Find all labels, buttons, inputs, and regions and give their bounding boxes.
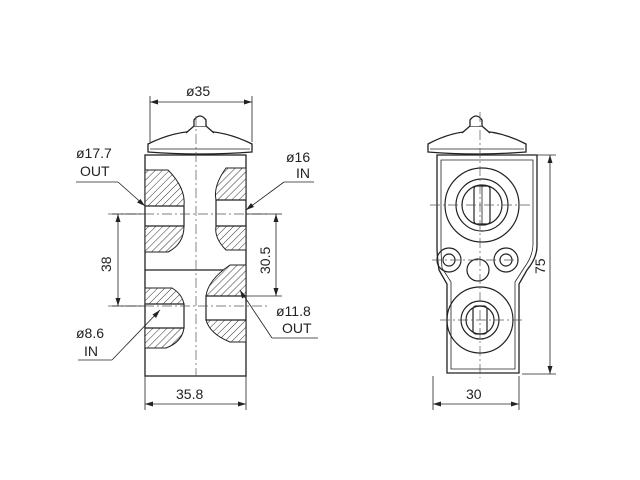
dim-in-large-label: ø16 [286,149,310,165]
port-lower-right [205,264,247,343]
dim-top-width-label: ø35 [186,83,210,99]
dimension-in-large: ø16 IN [245,149,314,211]
dim-out-large-tag: OUT [80,163,110,179]
dim-side-height-label: 75 [532,258,548,274]
dim-side-width-label: 30 [466,386,482,402]
side-valve-cap [427,115,527,155]
dimension-bottom-width: 35.8 [144,376,247,410]
valve-cap [147,115,253,155]
side-view [427,112,538,378]
dimension-top-width: ø35 [149,83,253,142]
dimension-left-spacing: 38 [98,213,145,307]
dimension-side-height: 75 [522,154,556,375]
port-lower-left [144,287,185,349]
port-upper-right [215,167,247,251]
dimension-in-small: ø8.6 IN [76,309,161,361]
dimension-out-small: ø11.8 OUT [239,289,318,339]
dim-out-large-label: ø17.7 [76,145,112,161]
dim-right-spacing-label: 30.5 [257,247,273,274]
dimension-right-spacing: 30.5 [246,213,282,297]
dim-bottom-width-label: 35.8 [176,386,203,402]
dim-out-small-tag: OUT [282,320,312,336]
dim-left-spacing-label: 38 [98,256,114,272]
dimension-out-large: ø17.7 OUT [76,145,146,207]
dim-in-small-label: ø8.6 [76,325,104,341]
dimension-side-width: 30 [432,376,520,410]
dim-in-large-tag: IN [296,165,310,181]
front-view [108,115,268,377]
dim-in-small-tag: IN [84,343,98,359]
port-upper-left [144,169,185,253]
dim-out-small-label: ø11.8 [276,303,311,319]
